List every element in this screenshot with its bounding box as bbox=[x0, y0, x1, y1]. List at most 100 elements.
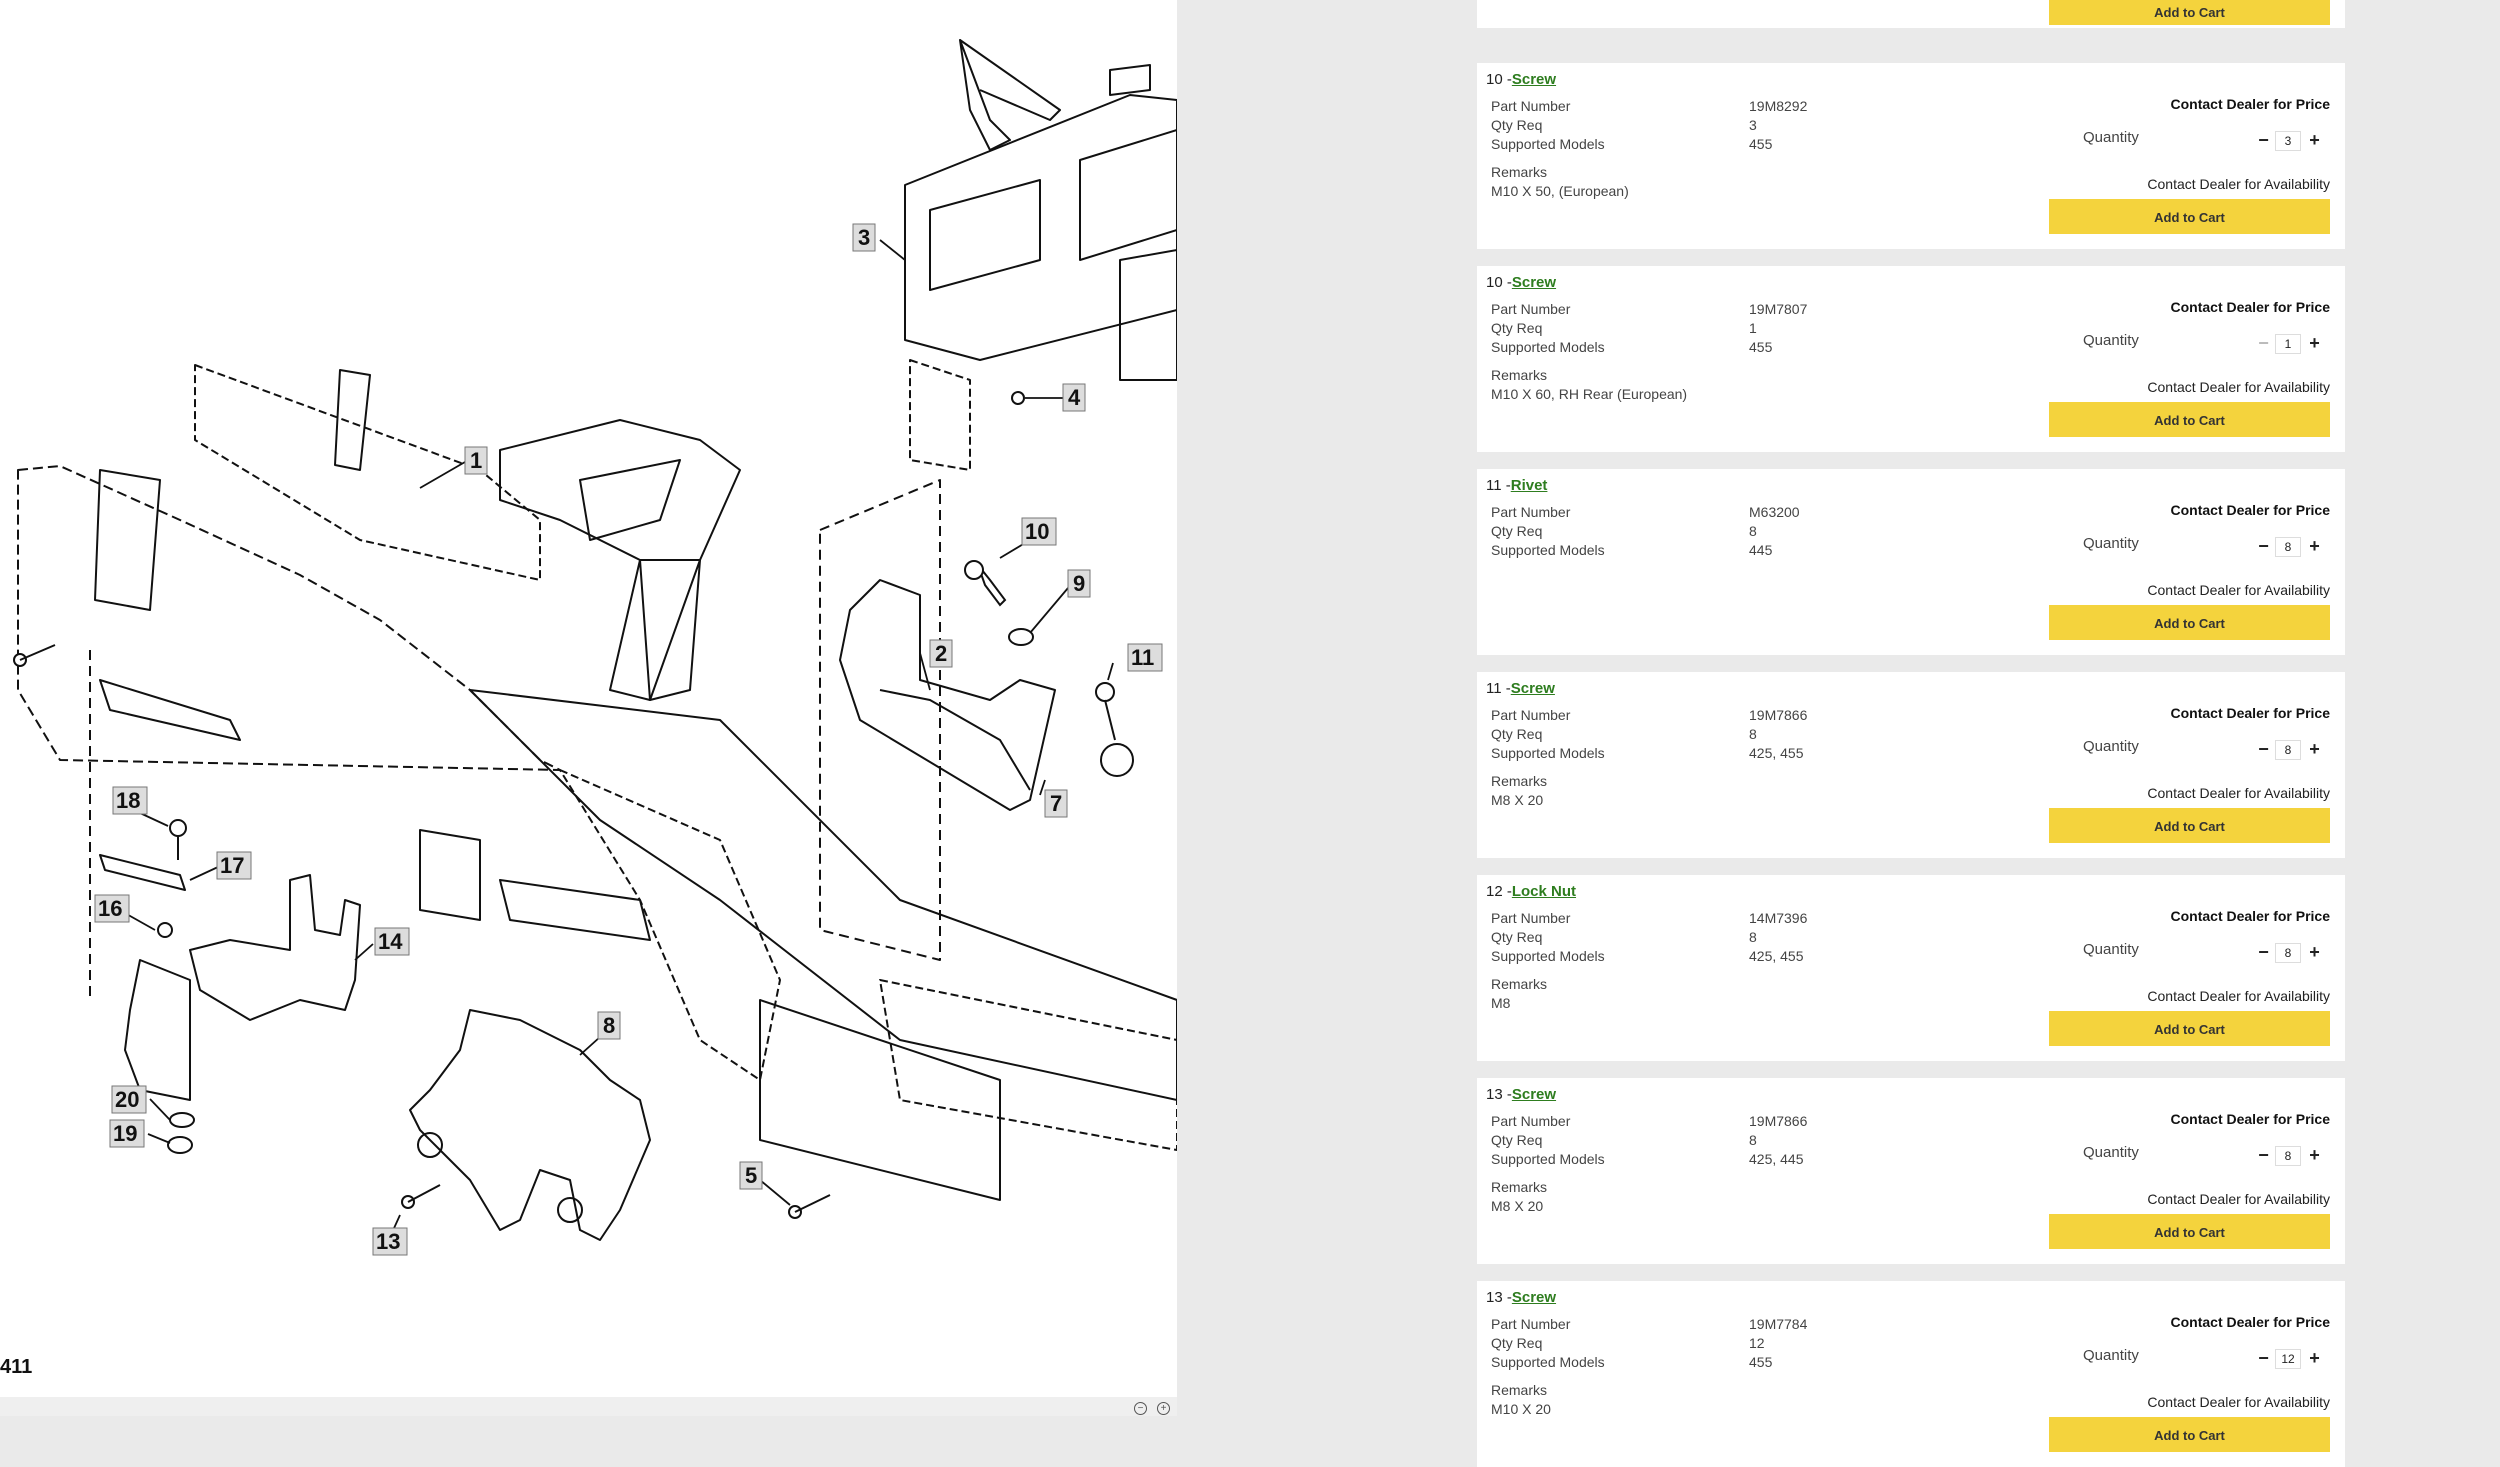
zoom-out-icon[interactable]: − bbox=[1134, 1402, 1147, 1415]
part-name-link[interactable]: Screw bbox=[1511, 71, 1557, 88]
minus-icon[interactable]: − bbox=[2258, 536, 2269, 556]
availability-text: Contact Dealer for Availability bbox=[2147, 1394, 2330, 1410]
qty-req-label: Qty Req bbox=[1491, 1132, 1543, 1148]
spec-values: M63200 8 445 bbox=[1749, 503, 1800, 560]
quantity-input[interactable]: 12 bbox=[2275, 1349, 2301, 1369]
part-title: 13 -Screw bbox=[1486, 1086, 1556, 1103]
add-to-cart-button[interactable]: Add to Cart bbox=[2049, 0, 2330, 25]
diagram-code: 411 bbox=[0, 1356, 33, 1378]
part-name-link[interactable]: Screw bbox=[1511, 274, 1557, 291]
availability-text: Contact Dealer for Availability bbox=[2147, 176, 2330, 192]
callout-9[interactable]: 9 bbox=[1067, 569, 1091, 598]
svg-text:2: 2 bbox=[935, 641, 947, 666]
part-ref-number: 11 - bbox=[1486, 680, 1511, 697]
remarks-value: M8 X 20 bbox=[1491, 1198, 1544, 1214]
qty-req-label: Qty Req bbox=[1491, 117, 1543, 133]
qty-req-value: 1 bbox=[1749, 320, 1757, 336]
svg-text:16: 16 bbox=[98, 896, 122, 921]
minus-icon[interactable]: − bbox=[2258, 1145, 2269, 1165]
qty-req-value: 12 bbox=[1749, 1335, 1765, 1351]
part-name-link[interactable]: Rivet bbox=[1510, 477, 1548, 494]
callout-17[interactable]: 17 bbox=[216, 851, 252, 880]
quantity-input[interactable]: 8 bbox=[2275, 537, 2301, 557]
callout-18[interactable]: 18 bbox=[112, 786, 148, 815]
callout-2[interactable]: 2 bbox=[929, 639, 953, 668]
zoom-in-icon[interactable]: + bbox=[1157, 1402, 1170, 1415]
quantity-input[interactable]: 8 bbox=[2275, 943, 2301, 963]
add-to-cart-button[interactable]: Add to Cart bbox=[2049, 402, 2330, 437]
add-to-cart-button[interactable]: Add to Cart bbox=[2049, 1417, 2330, 1452]
callout-11[interactable]: 11 bbox=[1127, 643, 1163, 672]
part-name-link[interactable]: Screw bbox=[1510, 680, 1555, 697]
callout-10[interactable]: 10 bbox=[1021, 517, 1057, 546]
callout-4[interactable]: 4 bbox=[1062, 383, 1086, 412]
part-name-link[interactable]: Lock Nut bbox=[1511, 883, 1577, 900]
spec-values: 19M7807 1 455 bbox=[1749, 300, 1807, 357]
part-number-value: 19M7807 bbox=[1749, 301, 1808, 317]
quantity-stepper: − 1 + bbox=[2255, 333, 2320, 354]
callout-7[interactable]: 7 bbox=[1044, 789, 1068, 818]
spec-labels: Part Number Qty Req Supported Models bbox=[1491, 909, 1605, 966]
qty-req-value: 8 bbox=[1749, 1132, 1757, 1148]
callout-16[interactable]: 16 bbox=[94, 894, 130, 923]
plus-icon[interactable]: + bbox=[2309, 130, 2320, 150]
supported-models-label: Supported Models bbox=[1491, 136, 1605, 152]
svg-text:17: 17 bbox=[220, 853, 244, 878]
minus-icon[interactable]: − bbox=[2258, 130, 2269, 150]
callout-5[interactable]: 5 bbox=[739, 1161, 763, 1190]
part-title: 10 -Screw bbox=[1486, 71, 1556, 88]
quantity-input[interactable]: 1 bbox=[2275, 334, 2301, 354]
part-number-label: Part Number bbox=[1491, 1113, 1571, 1129]
svg-text:20: 20 bbox=[115, 1087, 139, 1112]
plus-icon[interactable]: + bbox=[2309, 942, 2320, 962]
svg-text:3: 3 bbox=[858, 225, 870, 250]
svg-text:10: 10 bbox=[1025, 519, 1049, 544]
qty-req-value: 8 bbox=[1749, 523, 1757, 539]
plus-icon[interactable]: + bbox=[2309, 1348, 2320, 1368]
callout-13[interactable]: 13 bbox=[372, 1227, 408, 1256]
minus-icon[interactable]: − bbox=[2258, 739, 2269, 759]
quantity-input[interactable]: 8 bbox=[2275, 1146, 2301, 1166]
add-to-cart-button[interactable]: Add to Cart bbox=[2049, 808, 2330, 843]
callout-19[interactable]: 19 bbox=[109, 1119, 145, 1148]
availability-text: Contact Dealer for Availability bbox=[2147, 1191, 2330, 1207]
supported-models-value: 455 bbox=[1749, 1354, 1773, 1370]
part-title: 12 -Lock Nut bbox=[1486, 883, 1576, 900]
spec-labels: Part Number Qty Req Supported Models bbox=[1491, 503, 1605, 560]
diagram-callouts: 1 2 3 4 5 7 8 9 10 11 13 14 16 17 18 19 … bbox=[94, 223, 1163, 1256]
callout-3[interactable]: 3 bbox=[852, 223, 876, 252]
callout-14[interactable]: 14 bbox=[374, 927, 410, 956]
part-number-value: 19M7866 bbox=[1749, 707, 1808, 723]
part-name-link[interactable]: Screw bbox=[1511, 1086, 1557, 1103]
quantity-label: Quantity bbox=[2083, 1144, 2139, 1161]
minus-icon[interactable]: − bbox=[2258, 942, 2269, 962]
quantity-input[interactable]: 3 bbox=[2275, 131, 2301, 151]
quantity-stepper: − 3 + bbox=[2255, 130, 2320, 151]
plus-icon[interactable]: + bbox=[2309, 536, 2320, 556]
callout-8[interactable]: 8 bbox=[597, 1011, 621, 1040]
quantity-label: Quantity bbox=[2083, 129, 2139, 146]
qty-req-value: 3 bbox=[1749, 117, 1757, 133]
minus-icon[interactable]: − bbox=[2258, 1348, 2269, 1368]
spec-labels: Part Number Qty Req Supported Models bbox=[1491, 300, 1605, 357]
plus-icon[interactable]: + bbox=[2309, 739, 2320, 759]
callout-1[interactable]: 1 bbox=[464, 446, 488, 475]
quantity-stepper: − 8 + bbox=[2255, 942, 2320, 963]
callout-20[interactable]: 20 bbox=[111, 1085, 147, 1114]
minus-icon[interactable]: − bbox=[2258, 333, 2269, 353]
part-card: 13 -Screw Part Number Qty Req Supported … bbox=[1477, 1281, 2345, 1467]
add-to-cart-button[interactable]: Add to Cart bbox=[2049, 1011, 2330, 1046]
add-to-cart-button[interactable]: Add to Cart bbox=[2049, 199, 2330, 234]
add-to-cart-button[interactable]: Add to Cart bbox=[2049, 1214, 2330, 1249]
supported-models-label: Supported Models bbox=[1491, 745, 1605, 761]
plus-icon[interactable]: + bbox=[2309, 1145, 2320, 1165]
plus-icon[interactable]: + bbox=[2309, 333, 2320, 353]
price-text: Contact Dealer for Price bbox=[2170, 502, 2331, 518]
svg-text:7: 7 bbox=[1050, 791, 1062, 816]
part-ref-number: 13 - bbox=[1486, 1289, 1512, 1306]
part-card: 10 -Screw Part Number Qty Req Supported … bbox=[1477, 266, 2345, 452]
quantity-input[interactable]: 8 bbox=[2275, 740, 2301, 760]
remarks-label: Remarks bbox=[1491, 1382, 1548, 1398]
add-to-cart-button[interactable]: Add to Cart bbox=[2049, 605, 2330, 640]
part-name-link[interactable]: Screw bbox=[1511, 1289, 1557, 1306]
